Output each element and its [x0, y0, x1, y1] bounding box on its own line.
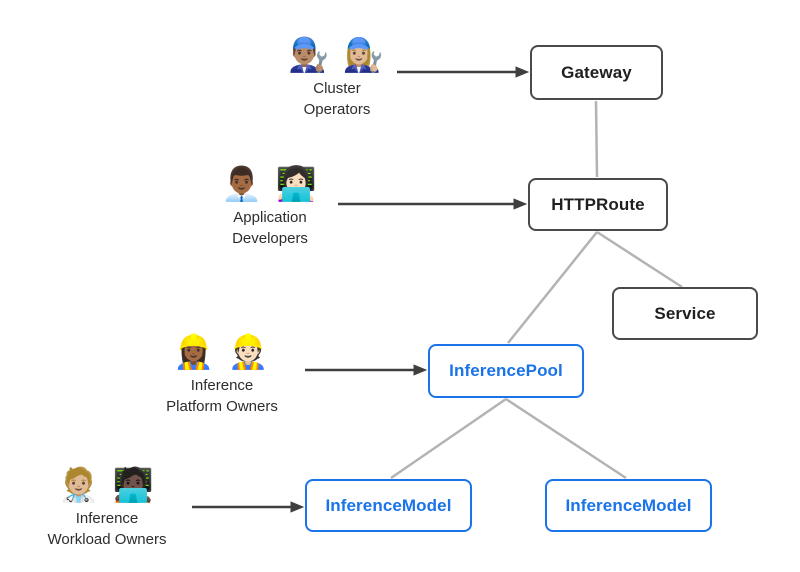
workload-owners-icon: 🧑🏼‍⚕️ 🧑🏿‍💻: [58, 466, 156, 503]
node-label: InferencePool: [449, 361, 563, 380]
node-gateway: Gateway: [530, 45, 663, 100]
edge-inferencepool-inferencemodel-left: [390, 397, 507, 480]
edge-httproute-inferencepool: [507, 231, 598, 344]
persona-label: Cluster: [313, 80, 361, 98]
node-service: Service: [612, 287, 758, 340]
persona-application-developers: 👨🏾‍💼 👩🏻‍💻 Application Developers: [185, 163, 355, 249]
persona-label: Workload Owners: [47, 531, 167, 549]
persona-label: Developers: [232, 230, 308, 248]
node-label: InferenceModel: [325, 495, 452, 515]
construction-workers-icon: 👷🏾‍♀️ 👷🏻: [173, 333, 271, 370]
persona-label: Inference: [75, 510, 139, 528]
persona-inference-workload-owners: 🧑🏼‍⚕️ 🧑🏿‍💻 Inference Workload Owners: [22, 464, 192, 550]
node-inferencepool: InferencePool: [428, 344, 584, 398]
node-label: HTTPRoute: [551, 194, 645, 214]
persona-label: Operators: [303, 101, 371, 119]
persona-inference-platform-owners: 👷🏾‍♀️ 👷🏻 Inference Platform Owners: [137, 331, 307, 417]
edge-inferencepool-inferencemodel-right: [505, 397, 627, 480]
node-inferencemodel-right: InferenceModel: [545, 479, 712, 532]
persona-cluster-operators: 👨🏽‍🔧 👩🏼‍🔧 Cluster Operators: [252, 34, 422, 120]
node-label: Gateway: [561, 62, 632, 82]
node-httproute: HTTPRoute: [528, 178, 668, 231]
edge-gateway-httproute: [594, 100, 599, 178]
persona-label: Inference: [190, 377, 254, 395]
node-inferencemodel-left: InferenceModel: [305, 479, 472, 532]
persona-label: Platform Owners: [166, 398, 278, 416]
persona-label: Application: [233, 209, 307, 227]
edge-httproute-service: [596, 230, 683, 289]
mechanics-icon: 👨🏽‍🔧 👩🏼‍🔧: [288, 36, 386, 73]
node-label: Service: [654, 303, 716, 323]
developers-icon: 👨🏾‍💼 👩🏻‍💻: [221, 165, 319, 202]
node-label: InferenceModel: [565, 495, 692, 515]
